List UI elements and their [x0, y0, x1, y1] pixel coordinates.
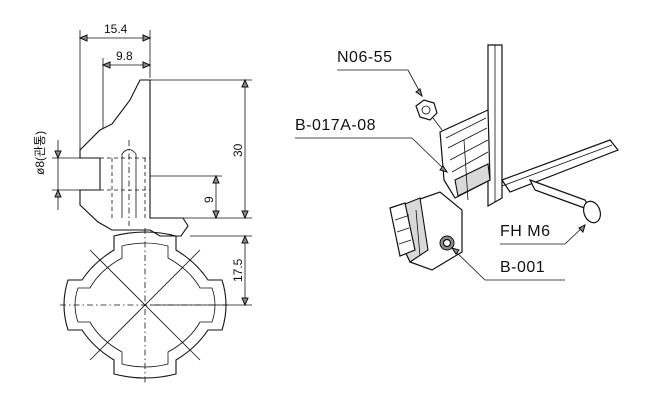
callouts: N06-55 B-017A-08 FH M6 B-001 — [295, 49, 586, 281]
callout-joint: B-001 — [500, 259, 545, 276]
bolt-shaft — [528, 178, 592, 212]
pipe — [501, 139, 619, 193]
dim-15-4: 15.4 — [104, 22, 128, 36]
assembly-view — [389, 44, 619, 271]
callout-rail: B-017A-08 — [295, 117, 376, 134]
dim-30: 30 — [231, 143, 245, 157]
pipe-profile — [63, 231, 227, 379]
callout-nut: N06-55 — [337, 49, 392, 66]
dim-pipe-dia: ø8(관통) — [33, 131, 47, 175]
callout-bolt: FH M6 — [500, 223, 551, 240]
section-view: 15.4 9.8 ø8(관통) 30 9 17.5 — [33, 22, 252, 385]
bracket-profile — [79, 79, 189, 237]
joint-cap — [389, 202, 416, 257]
dim-9-8: 9.8 — [116, 49, 133, 63]
dim-17-5: 17.5 — [231, 258, 245, 282]
bolt-head — [582, 200, 602, 224]
nut — [415, 99, 438, 121]
dim-9: 9 — [202, 196, 216, 203]
